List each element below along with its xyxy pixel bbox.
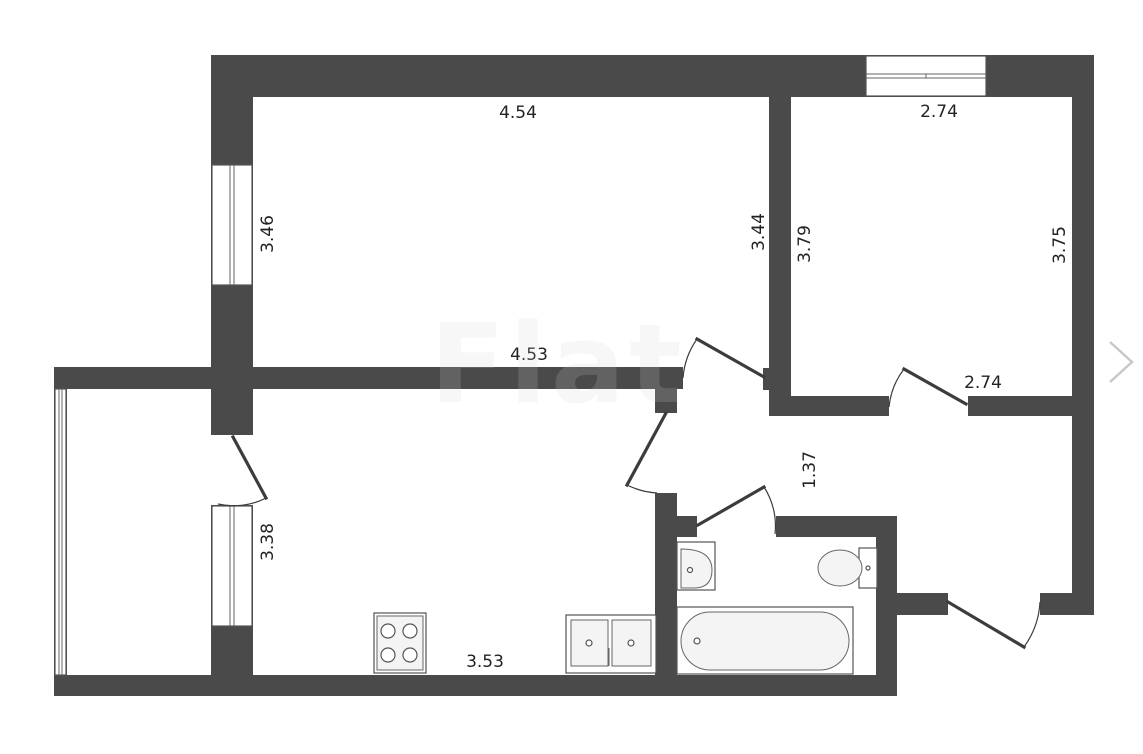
chevron-right-icon[interactable] <box>1104 338 1138 386</box>
dim-room2-left: 3.79 <box>795 225 815 263</box>
window-left-upper <box>211 164 253 286</box>
wall-room2-bottom-right <box>968 396 1094 416</box>
walls <box>54 55 1094 696</box>
dim-room2-right: 3.75 <box>1050 226 1070 264</box>
dim-room1-left: 3.46 <box>258 215 278 253</box>
bathtub <box>676 606 854 675</box>
stove <box>373 612 427 674</box>
wall-bath-top <box>776 516 897 537</box>
dim-kitchen-bottom: 3.53 <box>466 652 504 672</box>
wall-mid-horizontal <box>54 367 683 389</box>
wall-bath-stub <box>655 516 697 537</box>
toilet <box>817 547 878 589</box>
dim-room2-bottom: 2.74 <box>964 373 1002 393</box>
balcony-glazing <box>54 388 67 676</box>
wall-right-bottom-stub <box>1040 593 1094 615</box>
dim-kitchen-left: 3.38 <box>258 523 278 561</box>
kitchen-sink <box>565 614 657 674</box>
door-entrance <box>945 599 1041 650</box>
wall-room-divider <box>769 95 791 415</box>
wall-right <box>1072 55 1094 615</box>
door-room1 <box>682 336 767 380</box>
dim-room2-top: 2.74 <box>920 102 958 122</box>
dim-room1-right: 3.44 <box>749 213 769 251</box>
wall-room2-bottom-left <box>769 396 889 416</box>
door-bathroom <box>695 484 777 535</box>
window-left-lower <box>211 505 253 627</box>
wall-door-stub-a <box>655 367 677 413</box>
wall-door-post <box>763 368 777 390</box>
dim-room1-bottom: 4.53 <box>510 345 548 365</box>
bathroom-basin <box>676 541 716 591</box>
wall-bath-left <box>655 493 677 676</box>
door-balcony <box>217 434 269 507</box>
wall-bottom <box>54 675 897 696</box>
dim-room1-top: 4.54 <box>499 103 537 123</box>
dim-corridor: 1.37 <box>800 451 820 489</box>
wall-bath-right <box>876 516 897 696</box>
window-top <box>865 55 987 97</box>
door-kitchen <box>624 410 669 494</box>
door-room2 <box>888 366 969 408</box>
